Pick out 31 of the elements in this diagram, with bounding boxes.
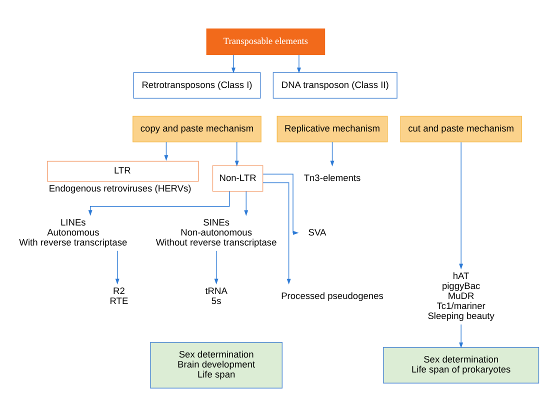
arrow (459, 324, 464, 348)
arrow (262, 174, 299, 235)
node-text: R2 RTE (110, 286, 128, 306)
arrow (234, 142, 239, 166)
arrow (231, 54, 236, 74)
node-box: Transposable elements (206, 28, 326, 55)
node-text: Tn3-elements (304, 172, 361, 183)
node-box: DNA transposon (Class II) (272, 72, 398, 99)
node-box: Replicative mechanism (276, 116, 388, 142)
node-box: copy and paste mechanism (132, 116, 262, 142)
node-text: hAT piggyBac MuDR Tc1/mariner Sleeping beauty (428, 270, 494, 321)
arrow (244, 190, 248, 216)
node-box: Sex determination Life span of prokaryotes (383, 346, 540, 384)
arrow (88, 191, 230, 216)
arrow (262, 182, 291, 285)
node-text: SINEs Non-autonomous Without reverse transcriptase (156, 217, 277, 248)
node-box: cut and paste mechanism (400, 116, 522, 142)
node-text: SVA (308, 227, 326, 238)
node-box: Sex determination Brain development Life span (150, 342, 283, 388)
node-text: Processed pseudogenes (281, 290, 384, 301)
node-text: tRNA 5s (205, 286, 228, 306)
arrow (296, 54, 301, 74)
node-label: Endogenous retroviruses (HERVs) (48, 184, 192, 194)
arrow (164, 142, 168, 161)
node-box: Retrotransposons (Class I) (133, 72, 261, 99)
arrow (330, 142, 334, 166)
arrow (214, 250, 218, 285)
node-box: Non-LTR (212, 165, 264, 192)
node-text: LINEs Autonomous With reverse transcriptase (19, 217, 128, 248)
arrow (459, 142, 464, 270)
arrow (115, 250, 120, 285)
